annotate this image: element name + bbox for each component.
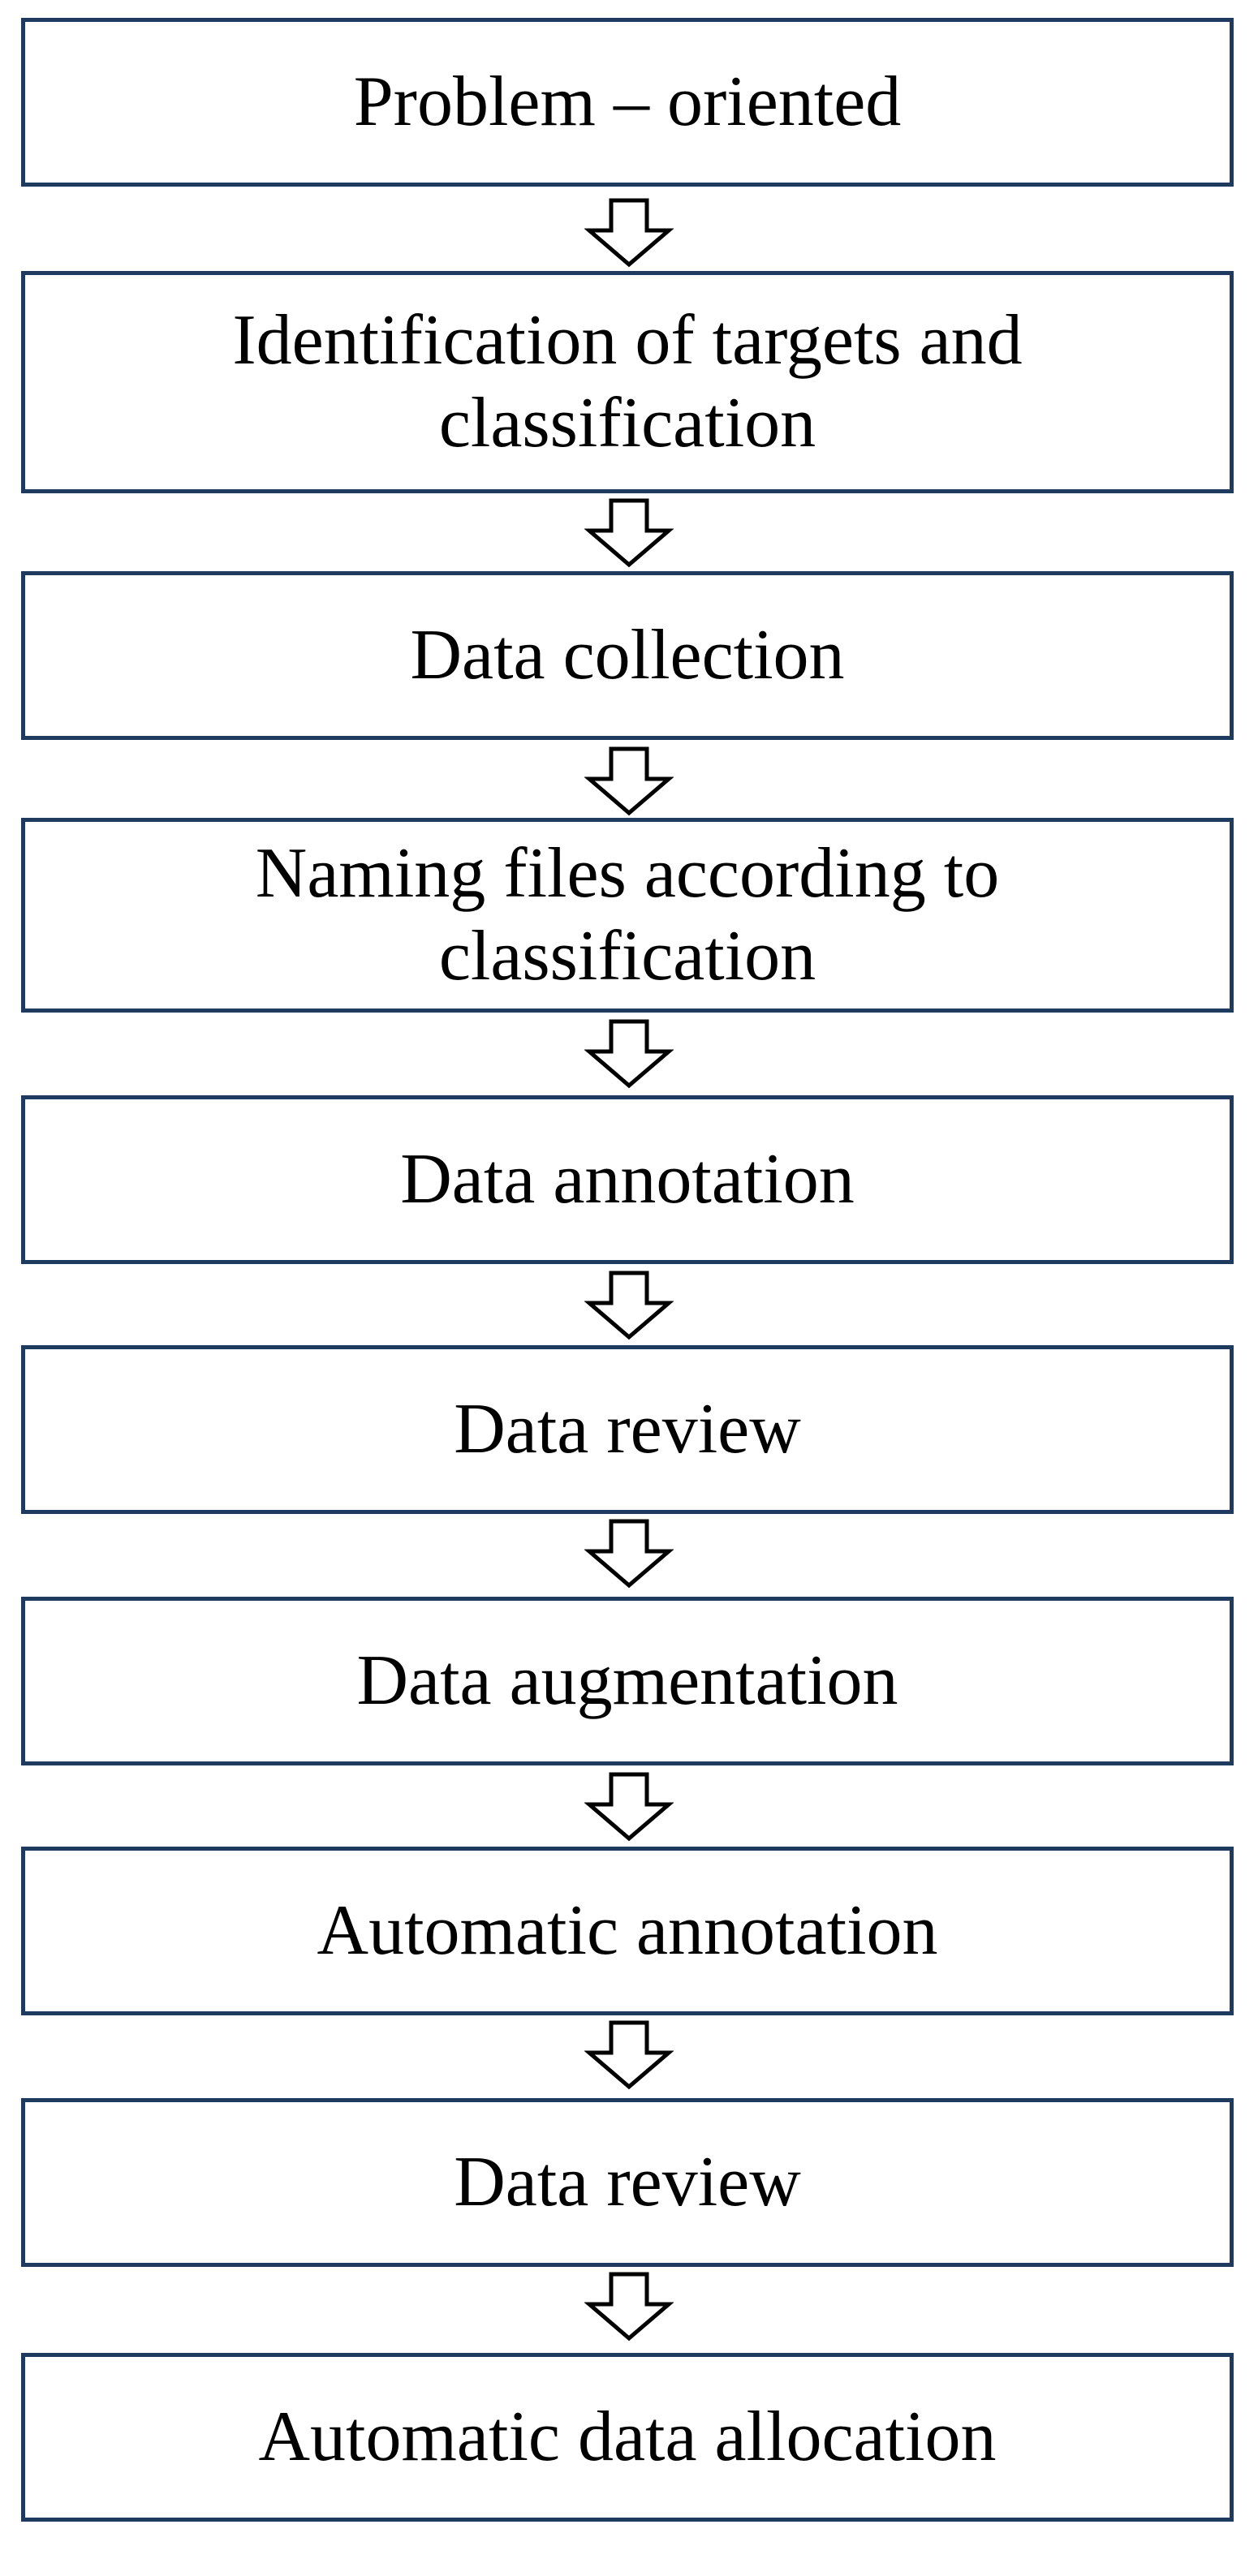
down-arrow-icon — [584, 746, 674, 816]
step-box-5: Data annotation — [21, 1095, 1234, 1264]
step-box-10: Automatic data allocation — [21, 2353, 1234, 2522]
step-label-5: Data annotation — [400, 1139, 855, 1219]
step-box-7: Data augmentation — [21, 1597, 1234, 1765]
step-label-10: Automatic data allocation — [258, 2397, 997, 2476]
step-box-9: Data review — [21, 2098, 1234, 2267]
step-label-1: Problem – oriented — [353, 62, 902, 141]
down-arrow-icon — [584, 1271, 674, 1340]
down-arrow-icon — [584, 1019, 674, 1089]
step-box-1: Problem – oriented — [21, 18, 1234, 187]
step-label-2: Identification of targets and classifica… — [232, 300, 1023, 462]
step-box-2: Identification of targets and classifica… — [21, 271, 1234, 493]
step-box-8: Automatic annotation — [21, 1847, 1234, 2015]
step-label-3: Data collection — [410, 615, 845, 695]
step-box-6: Data review — [21, 1345, 1234, 1514]
step-box-4: Naming files according to classification — [21, 818, 1234, 1013]
down-arrow-icon — [584, 2020, 674, 2090]
step-box-3: Data collection — [21, 571, 1234, 740]
step-label-4: Naming files according to classification — [255, 833, 1000, 996]
step-label-7: Data augmentation — [356, 1641, 898, 1720]
down-arrow-icon — [584, 2272, 674, 2342]
down-arrow-icon — [584, 1772, 674, 1842]
down-arrow-icon — [584, 1519, 674, 1589]
down-arrow-icon — [584, 198, 674, 268]
step-label-6: Data review — [454, 1389, 801, 1469]
down-arrow-icon — [584, 498, 674, 568]
step-label-9: Data review — [454, 2142, 801, 2221]
step-label-8: Automatic annotation — [317, 1890, 938, 1970]
